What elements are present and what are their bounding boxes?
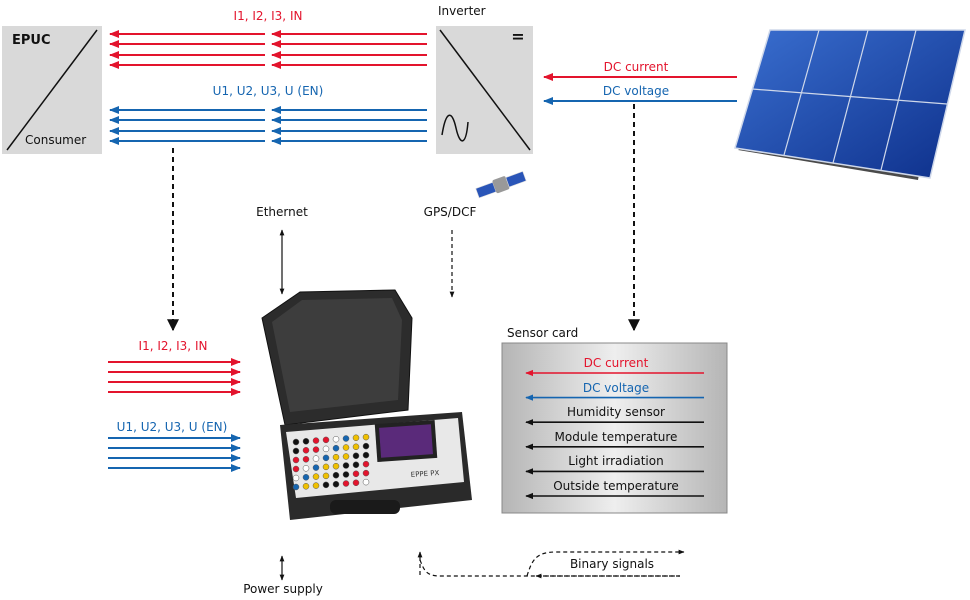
device-socket bbox=[342, 453, 350, 460]
device-socket bbox=[342, 435, 350, 442]
device-socket bbox=[362, 433, 370, 441]
device-socket bbox=[352, 434, 360, 442]
device-socket bbox=[322, 481, 330, 489]
device-socket bbox=[312, 446, 320, 453]
sensor-row-label: Module temperature bbox=[554, 429, 678, 444]
satellite-icon bbox=[475, 171, 527, 199]
sensor-row-label: DC current bbox=[583, 356, 649, 370]
binary-signals-label: Binary signals bbox=[569, 557, 655, 571]
device-socket bbox=[292, 474, 300, 482]
device-socket bbox=[302, 465, 310, 472]
bottom-voltage-arrows bbox=[108, 434, 241, 472]
device-socket bbox=[332, 462, 340, 470]
top-current-arrows bbox=[109, 30, 427, 69]
epuc-subtitle: Consumer bbox=[25, 133, 87, 147]
device-socket bbox=[352, 479, 360, 487]
device-socket bbox=[362, 469, 370, 477]
sensor-card-title: Sensor card bbox=[507, 326, 579, 340]
device-socket bbox=[292, 456, 300, 464]
measurement-device-image bbox=[261, 289, 472, 520]
device-socket bbox=[312, 473, 320, 480]
sensor-row-label: Outside temperature bbox=[553, 479, 679, 493]
top-voltage-arrows bbox=[109, 106, 427, 145]
device-socket bbox=[332, 471, 340, 479]
epuc-title: EPUC bbox=[12, 33, 51, 48]
device-socket bbox=[302, 483, 310, 490]
top-current-label: I1, I2, I3, IN bbox=[233, 9, 303, 23]
device-socket bbox=[322, 472, 330, 480]
device-socket bbox=[342, 480, 350, 487]
ac-sine-icon bbox=[441, 114, 469, 142]
device-socket bbox=[352, 443, 360, 451]
device-socket bbox=[352, 452, 360, 460]
bottom-voltage-label: U1, U2, U3, U (EN) bbox=[116, 420, 228, 434]
bottom-current-label: I1, I2, I3, IN bbox=[138, 339, 208, 353]
inverter-box bbox=[436, 26, 533, 154]
sensor-card-box bbox=[501, 342, 728, 514]
device-socket bbox=[302, 456, 310, 463]
inverter-title: Inverter bbox=[438, 4, 486, 18]
sensor-row-label: DC voltage bbox=[582, 380, 650, 395]
device-socket bbox=[352, 470, 360, 478]
device-socket bbox=[342, 471, 350, 478]
device-socket bbox=[292, 438, 300, 446]
dc-voltage-label: DC voltage bbox=[602, 84, 670, 98]
device-socket bbox=[332, 435, 340, 443]
top-voltage-label: U1, U2, U3, U (EN) bbox=[212, 84, 324, 98]
dc-symbol-icon: = bbox=[511, 27, 525, 46]
device-socket bbox=[322, 436, 330, 444]
device-socket bbox=[352, 461, 360, 469]
device-socket bbox=[312, 464, 320, 471]
device-socket bbox=[312, 437, 320, 444]
device-socket bbox=[292, 483, 300, 491]
device-socket bbox=[362, 478, 370, 486]
device-socket bbox=[332, 453, 340, 461]
device-socket bbox=[302, 447, 310, 454]
device-socket bbox=[312, 455, 320, 462]
gps-label: GPS/DCF bbox=[423, 205, 477, 219]
ethernet-label: Ethernet bbox=[256, 205, 308, 219]
device-socket bbox=[362, 442, 370, 450]
device-socket bbox=[312, 482, 320, 489]
device-socket bbox=[332, 480, 340, 488]
device-socket bbox=[322, 463, 330, 471]
binary-signals-arrows bbox=[417, 549, 685, 579]
device-socket bbox=[302, 474, 310, 481]
power-supply-label: Power supply bbox=[243, 582, 323, 596]
device-socket bbox=[362, 460, 370, 468]
bottom-current-arrows bbox=[108, 358, 241, 396]
device-socket bbox=[302, 438, 310, 445]
solar-panel-image bbox=[734, 29, 966, 180]
epuc-box bbox=[2, 26, 102, 154]
device-socket bbox=[342, 462, 350, 469]
device-socket bbox=[322, 454, 330, 462]
device-socket bbox=[362, 451, 370, 459]
dc-current-label: DC current bbox=[603, 60, 669, 74]
device-socket bbox=[322, 445, 330, 453]
sensor-row-label: Light irradiation bbox=[568, 454, 664, 469]
device-socket bbox=[342, 444, 350, 451]
device-socket bbox=[292, 447, 300, 455]
sensor-row-label: Humidity sensor bbox=[567, 405, 665, 420]
device-socket bbox=[292, 465, 300, 473]
device-socket bbox=[332, 444, 340, 452]
sensor-card-arrows bbox=[525, 369, 704, 500]
